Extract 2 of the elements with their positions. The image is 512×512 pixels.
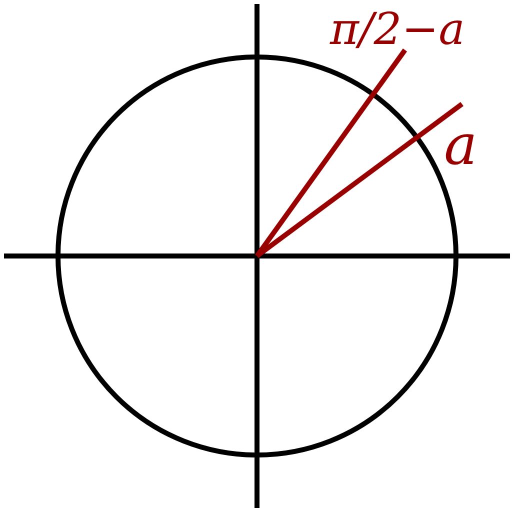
angle-label: π/2−a <box>330 8 465 52</box>
angle-label: a <box>444 118 478 174</box>
